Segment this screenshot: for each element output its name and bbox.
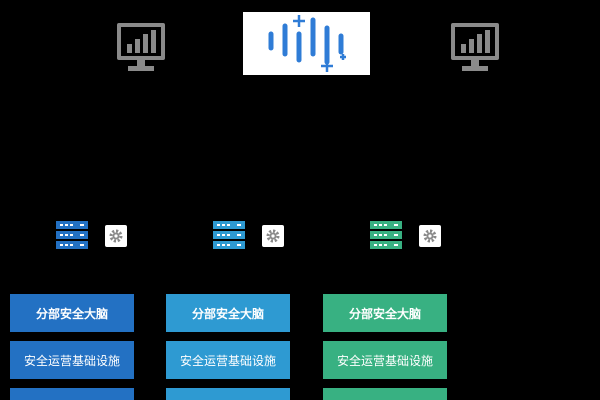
col3-brain-label: 分部安全大脑 (348, 306, 421, 321)
col3-brain-box: 分部安全大脑 (323, 294, 447, 332)
col2-brain-label: 分部安全大脑 (191, 306, 264, 321)
waveform-logo-icon (268, 15, 346, 72)
server-icon-col1 (56, 221, 88, 249)
left-monitor-icon (117, 23, 165, 71)
col1-infra-label: 安全运营基础设施 (23, 353, 120, 368)
col3-infra-label: 安全运营基础设施 (336, 353, 433, 368)
center-logo (243, 12, 370, 75)
col2-infra-box: 安全运营基础设施 (166, 341, 290, 379)
server-icon-col3 (370, 221, 402, 249)
col1-third-box (10, 388, 134, 400)
col2-brain-box: 分部安全大脑 (166, 294, 290, 332)
col1-brain-box: 分部安全大脑 (10, 294, 134, 332)
gear-icon-col3 (419, 225, 441, 247)
gear-icon-col2 (262, 225, 284, 247)
col1-infra-box: 安全运营基础设施 (10, 341, 134, 379)
col2-third-box (166, 388, 290, 400)
col3-third-box (323, 388, 447, 400)
right-monitor-icon (451, 23, 499, 71)
gear-icon-col1 (105, 225, 127, 247)
col2-infra-label: 安全运营基础设施 (179, 353, 276, 368)
col3-infra-box: 安全运营基础设施 (323, 341, 447, 379)
col1-brain-label: 分部安全大脑 (35, 306, 108, 321)
server-icon-col2 (213, 221, 245, 249)
